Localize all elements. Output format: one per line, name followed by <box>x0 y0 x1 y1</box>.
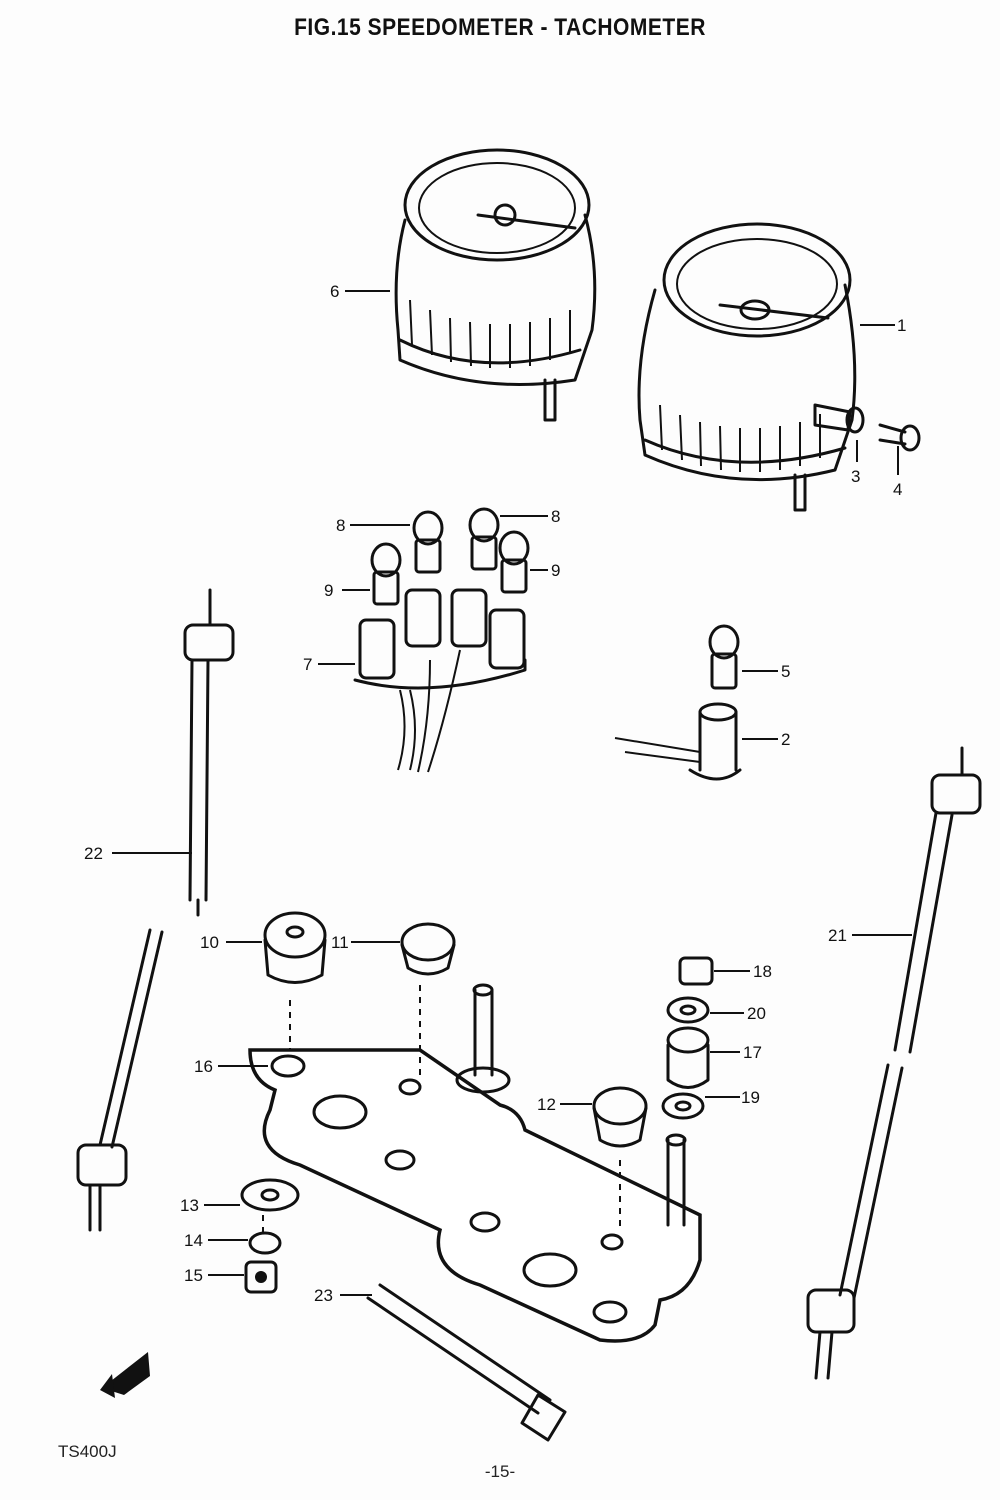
callout-12: 12 <box>537 1095 556 1114</box>
washer-20 <box>666 996 710 1024</box>
callout-19: 19 <box>741 1088 760 1107</box>
callout-8b: 8 <box>551 507 560 526</box>
nut-18 <box>678 956 714 986</box>
callout-20: 20 <box>747 1004 766 1023</box>
callout-21: 21 <box>828 926 847 945</box>
grommet-11 <box>400 922 456 976</box>
washer-19 <box>661 1092 705 1120</box>
leader-lines <box>112 290 912 1296</box>
indicator-socket <box>614 702 742 781</box>
grommet-12 <box>592 1086 648 1148</box>
nut-15 <box>244 1260 278 1294</box>
meter-bracket <box>248 983 702 1343</box>
screw <box>878 423 921 452</box>
bulbs-group <box>370 507 530 606</box>
tachometer-gauge <box>394 148 597 422</box>
callout-5: 5 <box>781 662 790 681</box>
callout-4: 4 <box>893 480 902 499</box>
callout-17: 17 <box>743 1043 762 1062</box>
model-code: TS400J <box>58 1442 117 1461</box>
callout-15: 15 <box>184 1266 203 1285</box>
callout-23: 23 <box>314 1286 333 1305</box>
washer-14 <box>248 1231 282 1255</box>
callout-11: 11 <box>331 933 349 952</box>
grommet-10 <box>263 911 327 984</box>
callout-labels: 6 1 3 4 8 8 9 9 7 5 2 22 21 10 11 18 20 … <box>84 282 906 1305</box>
speedometer-gauge <box>637 222 865 512</box>
callout-6: 6 <box>330 282 339 301</box>
callout-9a: 9 <box>324 581 333 600</box>
indicator-bulb <box>708 624 740 690</box>
socket-harness <box>353 588 527 773</box>
cushion-17 <box>666 1026 710 1089</box>
callout-16: 16 <box>194 1057 213 1076</box>
callout-9b: 9 <box>551 561 560 580</box>
callout-18: 18 <box>753 962 772 981</box>
cable-guide-23 <box>366 1283 567 1442</box>
speedometer-cable <box>76 588 235 1232</box>
tachometer-cable <box>806 746 982 1380</box>
callout-3: 3 <box>851 467 860 486</box>
figure-title: FIG.15 SPEEDOMETER - TACHOMETER <box>294 14 706 41</box>
callout-13: 13 <box>180 1196 199 1215</box>
front-arrow-icon <box>100 1352 150 1398</box>
callout-2: 2 <box>781 730 790 749</box>
callout-8a: 8 <box>336 516 345 535</box>
page-number: -15- <box>484 1462 516 1481</box>
washer-13 <box>240 1178 300 1212</box>
callout-14: 14 <box>184 1231 203 1250</box>
callout-1: 1 <box>897 316 906 335</box>
callout-7: 7 <box>303 655 312 674</box>
callout-10: 10 <box>200 933 219 952</box>
callout-22: 22 <box>84 844 103 863</box>
